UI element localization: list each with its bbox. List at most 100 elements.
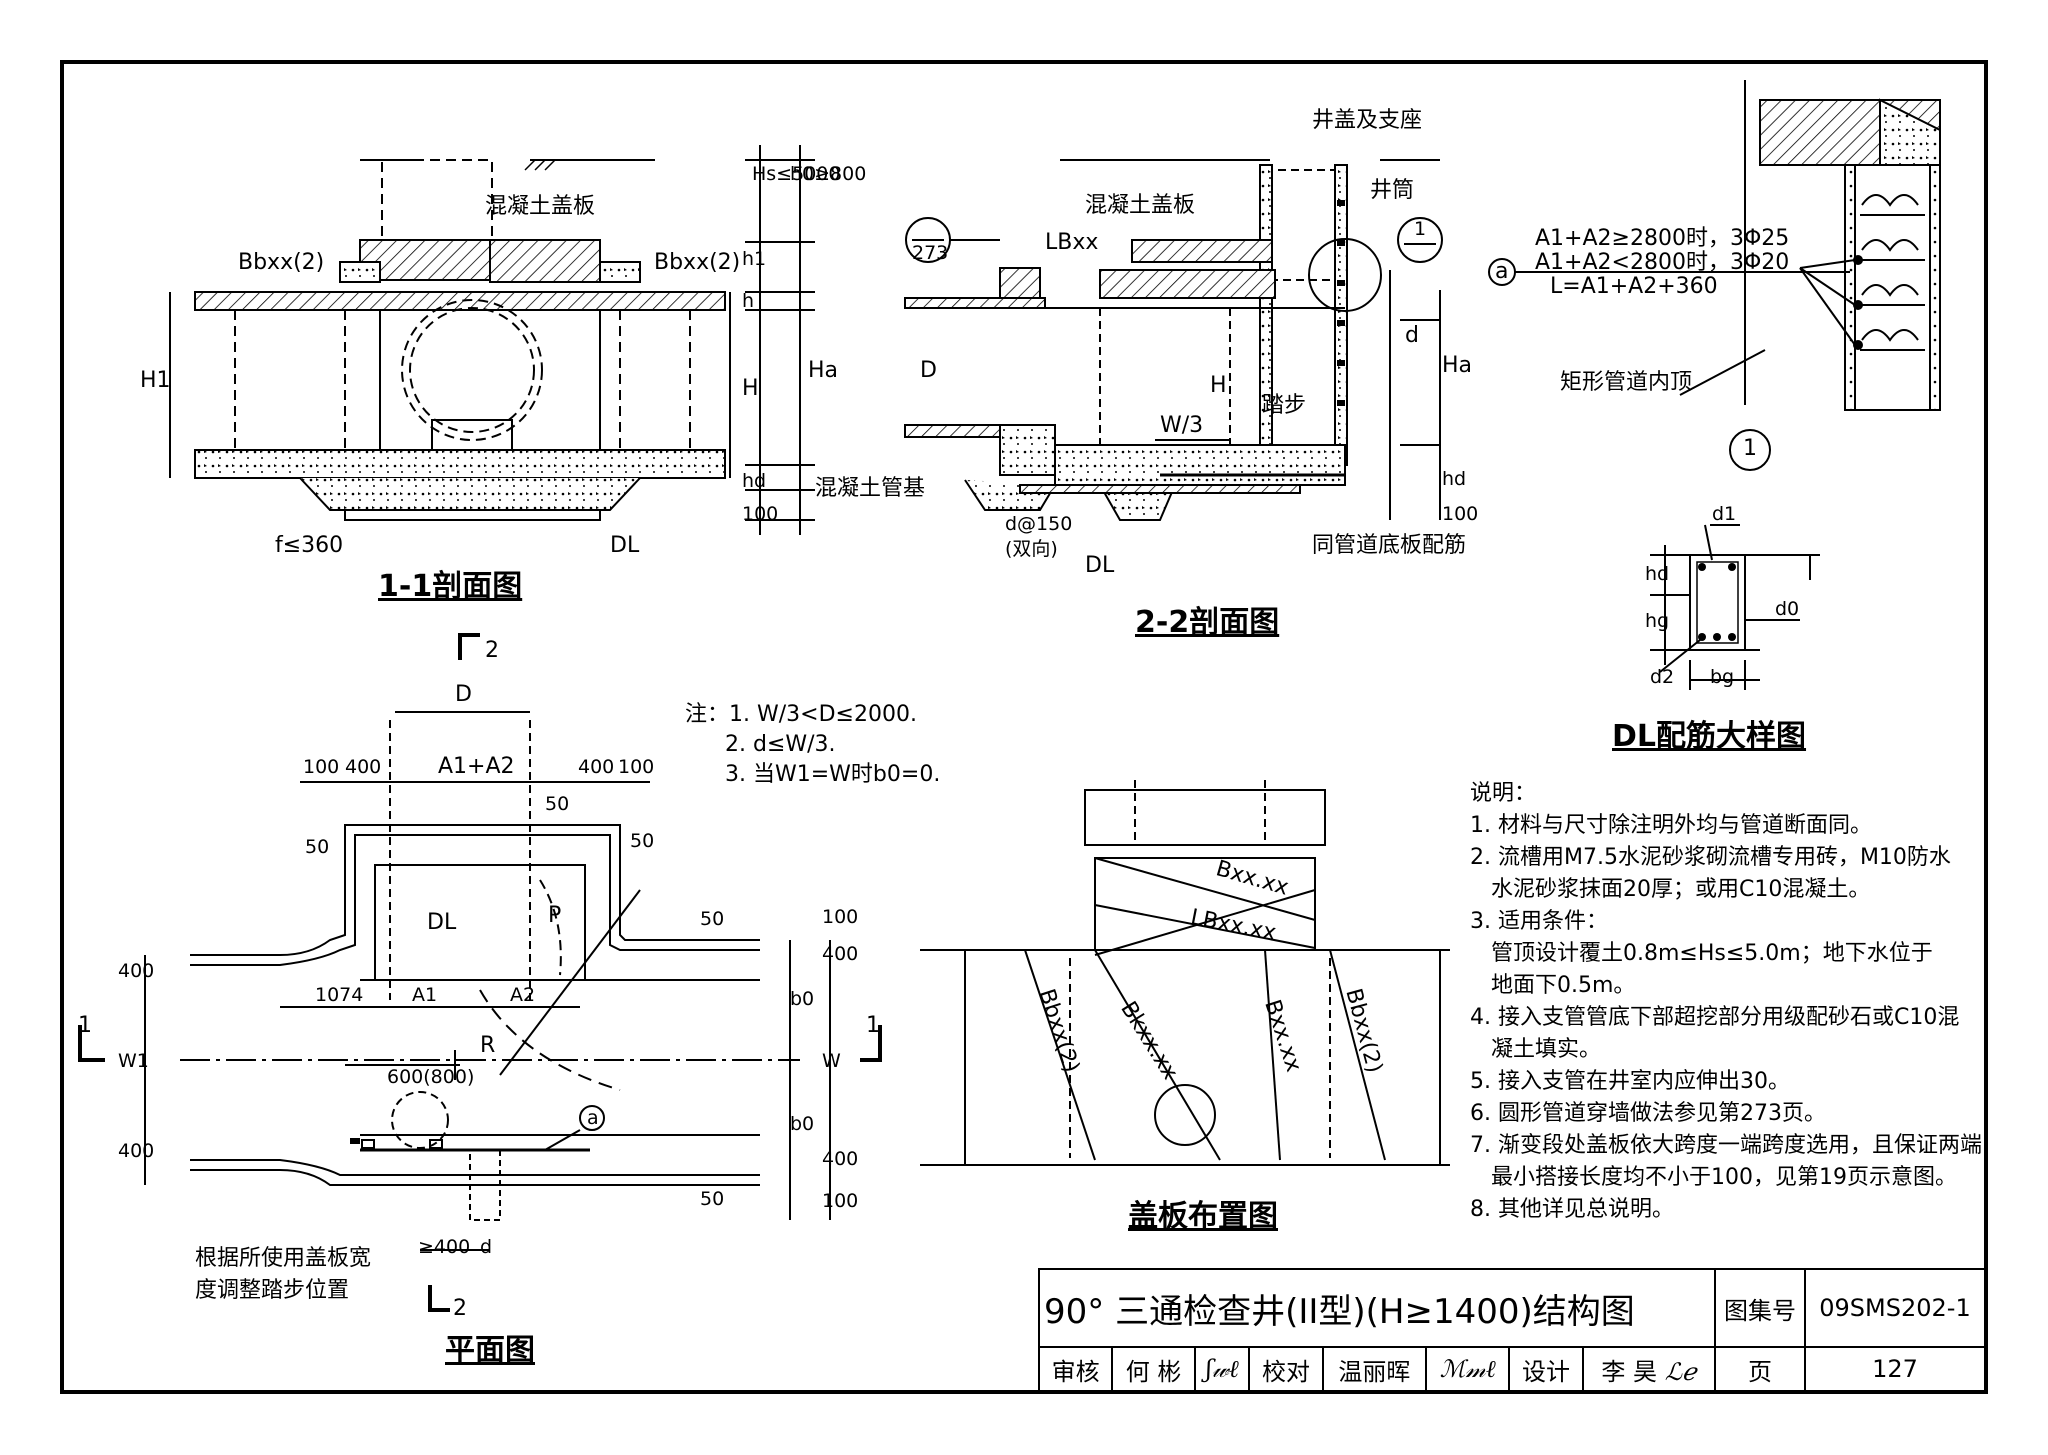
dim-100-1-1: 100 (742, 503, 779, 525)
checker-signature: ℳ𝓂ℓ (1425, 1346, 1511, 1392)
plan-dim-a1: A1 (412, 984, 438, 1006)
note-item: 2. 流槽用M7.5水泥砂浆砌流槽专用砖，M10防水 (1470, 845, 1951, 870)
ref-273: 273 (912, 242, 949, 264)
dim-h-2-2: H (1210, 373, 1227, 398)
section-2-2-drawing (904, 159, 1441, 521)
label-cover-slab-2-2: 混凝土盖板 (1085, 193, 1196, 218)
plan-dim-100a: 100 (303, 756, 340, 778)
plan-dim-400-bot: ≥400 (418, 1236, 471, 1258)
plan-dim-400b: 400 (578, 756, 615, 778)
dim-hd-2-2: hd (1442, 468, 1467, 490)
plan-note-steps-2: 度调整踏步位置 (195, 1278, 350, 1303)
title-dl-detail: DL配筋大样图 (1612, 719, 1807, 754)
plan-b0-bottom: b0 (790, 1113, 815, 1135)
design-label: 设计 (1508, 1346, 1584, 1392)
ref-detail-1: 1 (1414, 218, 1427, 240)
notes-top: 注：1. W/3<D≤2000. 2. d≤W/3. 3. 当W1=W时b0=0… (685, 700, 940, 790)
dim-hd-1-1: hd (742, 470, 767, 492)
label-lbxx: LBxx (1045, 230, 1099, 255)
dim-h1: H1 (140, 368, 171, 393)
dl-bg: bg (1710, 666, 1735, 688)
detail-line-1: A1+A2≥2800时，3Φ25 (1535, 226, 1790, 251)
plan-b0-top: b0 (790, 988, 815, 1010)
atlas-label: 图集号 (1714, 1268, 1806, 1348)
label-dl-2-2: DL (1085, 553, 1115, 578)
label-cover-slab-1-1: 混凝土盖板 (485, 194, 596, 219)
plan-400-left-top: 400 (118, 960, 155, 982)
plan-dl: DL (427, 910, 457, 935)
plan-p: P (548, 903, 562, 928)
title-cover-layout: 盖板布置图 (1128, 1199, 1278, 1234)
title-section-2-2: 2-2剖面图 (1135, 605, 1280, 640)
plan-r: R (480, 1033, 496, 1058)
detail-1-number: 1 (1743, 436, 1757, 461)
dim-100-2-2: 100 (1442, 503, 1479, 525)
label-pipe-top: 矩形管道内顶 (1560, 370, 1693, 395)
plan-dim-50e: 50 (700, 1188, 725, 1210)
plan-dim-50a: 50 (305, 836, 330, 858)
dim-h1-small: h1 (742, 248, 767, 270)
detail-line-3: L=A1+A2+360 (1550, 274, 1718, 299)
dim-ha: Ha (808, 358, 839, 383)
note-item: 凝土填实。 (1470, 1037, 1601, 1062)
designer-name: 李 昊 ℒℯ (1581, 1346, 1717, 1392)
dl-bar (350, 1138, 360, 1144)
plan-dim-400a: 400 (345, 756, 382, 778)
notes-top-head: 注：1. W/3<D≤2000. (685, 702, 917, 727)
plan-dim-a2: A2 (510, 984, 536, 1006)
note-item: 7. 渐变段处盖板依大跨度一端跨度选用，且保证两端 (1470, 1133, 1982, 1158)
detail-1-drawing (1488, 80, 1941, 471)
plan-note-steps-1: 根据所使用盖板宽 (195, 1246, 372, 1271)
detail-marker-a: a (1495, 259, 1509, 284)
dim-d-small-2-2: d (1405, 323, 1419, 348)
notes-top-item: 3. 当W1=W时b0=0. (725, 762, 941, 787)
plan-sec1-right: 1 (866, 1013, 880, 1038)
dim-hs: Hs≤5000 (752, 163, 841, 185)
plan-100-right-top: 100 (822, 906, 859, 928)
plan-sec2-bottom: 2 (453, 1296, 467, 1321)
plan-sec1-left: 1 (78, 1013, 92, 1038)
ground-marks-1-1 (524, 159, 556, 171)
designer-name-text: 李 昊 (1601, 1357, 1658, 1386)
note-item: 5. 接入支管在井室内应伸出30。 (1470, 1069, 1790, 1094)
sheet-border (60, 60, 1988, 1394)
title-section-1-1: 1-1剖面图 (378, 569, 523, 604)
plan-sec2-top: 2 (485, 638, 499, 663)
note-item: 8. 其他详见总说明。 (1470, 1197, 1674, 1222)
label-bbxx-right: Bbxx(2) (654, 250, 741, 275)
label-rebar-note: (双向) (1005, 538, 1058, 560)
title-block: 90° 三通检查井(II型)(H≥1400)结构图 图集号 09SMS202-1… (1037, 1268, 1986, 1392)
atlas-number: 09SMS202-1 (1804, 1268, 1986, 1348)
plan-drawing (78, 633, 882, 1312)
plan-400-left-bot: 400 (118, 1140, 155, 1162)
note-item: 管顶设计覆土0.8m≤Hs≤5.0m；地下水位于 (1470, 941, 1933, 966)
plan-w1: W1 (118, 1050, 149, 1072)
step-rungs (1337, 200, 1345, 406)
detail-1-bars (1853, 255, 1863, 350)
checker-name: 温丽晖 (1321, 1346, 1428, 1392)
detail-line-2: A1+A2<2800时，3Φ20 (1535, 250, 1790, 275)
dim-h0: h0≥800 (790, 163, 867, 185)
dl-hd: hd (1645, 563, 1670, 585)
note-item: 地面下0.5m。 (1470, 973, 1636, 998)
section-1-1-drawing (169, 145, 815, 535)
notes-head: 说明： (1470, 781, 1537, 806)
reviewer-name: 何 彬 (1111, 1346, 1197, 1392)
check-label: 校对 (1248, 1346, 1324, 1392)
plan-dim-100b: 100 (618, 756, 655, 778)
page-number: 127 (1804, 1346, 1986, 1392)
plan-w: W (822, 1050, 841, 1072)
dim-ha-2-2: Ha (1442, 353, 1473, 378)
note-item: 最小搭接长度均不小于100，见第19页示意图。 (1470, 1165, 1957, 1190)
reviewer-signature: ʃ𝓌ℓ (1194, 1346, 1251, 1392)
review-label: 审核 (1037, 1346, 1114, 1392)
plan-dim-50c: 50 (545, 793, 570, 815)
dim-h-small: h (742, 290, 755, 312)
label-f-limit: f≤360 (275, 533, 344, 558)
dim-h: H (742, 376, 759, 401)
dim-d-2-2: D (920, 358, 937, 383)
plan-dim-d-bot: d (480, 1236, 493, 1258)
label-rebar: d@150 (1005, 513, 1073, 535)
note-item: 4. 接入支管管底下部超挖部分用级配砂石或C10混 (1470, 1005, 1960, 1030)
